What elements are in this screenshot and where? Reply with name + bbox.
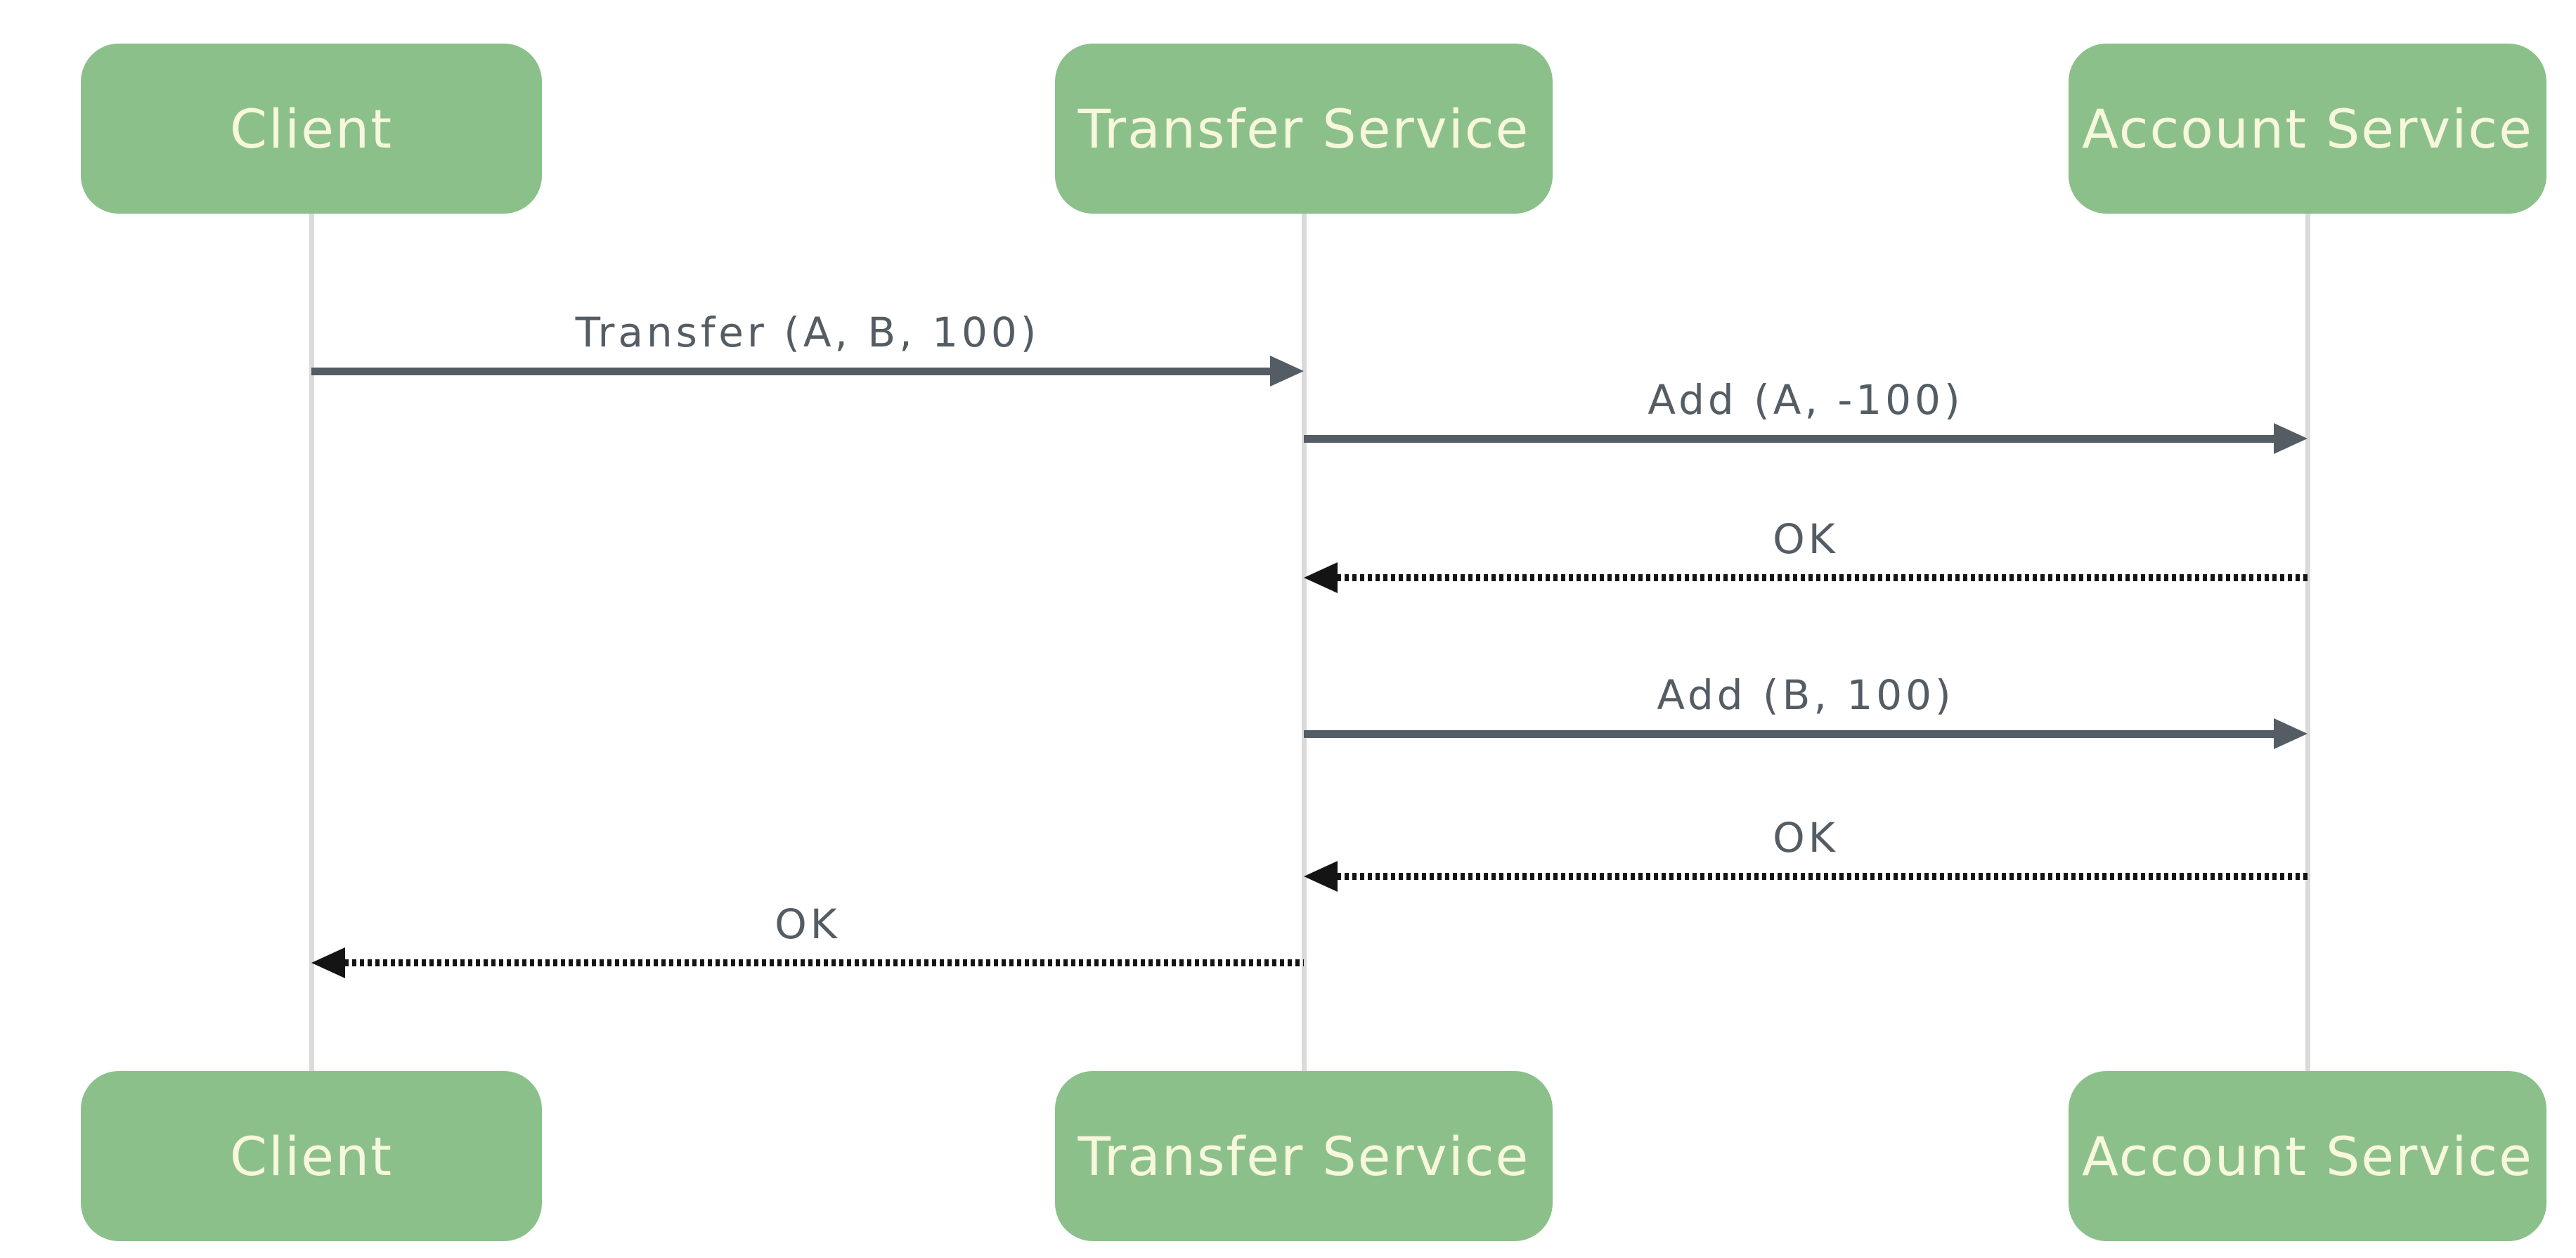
actor-label: Client [229, 97, 394, 160]
message-label: Add (B, 100) [1657, 671, 1955, 719]
message-line [1329, 873, 2308, 880]
message-line [1304, 434, 2282, 443]
lifeline-client [309, 214, 314, 1071]
message-label: Transfer (A, B, 100) [575, 309, 1040, 356]
lifeline-transfer-service [1301, 214, 1307, 1071]
arrowhead-icon [1304, 562, 1338, 593]
actor-box-transfer-service-top: Transfer Service [1055, 44, 1553, 214]
arrowhead-icon [1270, 356, 1304, 387]
arrowhead-icon [311, 947, 345, 978]
message-label: OK [775, 900, 841, 948]
arrowhead-icon [1304, 861, 1338, 892]
lifeline-account-service [2305, 214, 2310, 1071]
message-label: OK [1773, 814, 1839, 862]
actor-label: Account Service [2082, 1124, 2533, 1188]
arrowhead-icon [2274, 423, 2308, 454]
message-label: Add (A, -100) [1648, 376, 1964, 424]
arrowhead-icon [2274, 718, 2308, 749]
message-line [1329, 574, 2308, 581]
actor-box-account-service-bottom: Account Service [2069, 1071, 2546, 1241]
actor-label: Transfer Service [1077, 97, 1530, 160]
actor-box-client-bottom: Client [81, 1071, 542, 1241]
actor-box-client-top: Client [81, 44, 542, 214]
actor-label: Account Service [2082, 97, 2533, 160]
message-label: OK [1773, 515, 1839, 563]
message-line [1304, 729, 2282, 738]
actor-box-account-service-top: Account Service [2069, 44, 2546, 214]
message-line [337, 959, 1304, 966]
actor-label: Client [229, 1124, 394, 1188]
actor-box-transfer-service-bottom: Transfer Service [1055, 1071, 1553, 1241]
actor-label: Transfer Service [1077, 1124, 1530, 1188]
message-line [311, 367, 1279, 375]
